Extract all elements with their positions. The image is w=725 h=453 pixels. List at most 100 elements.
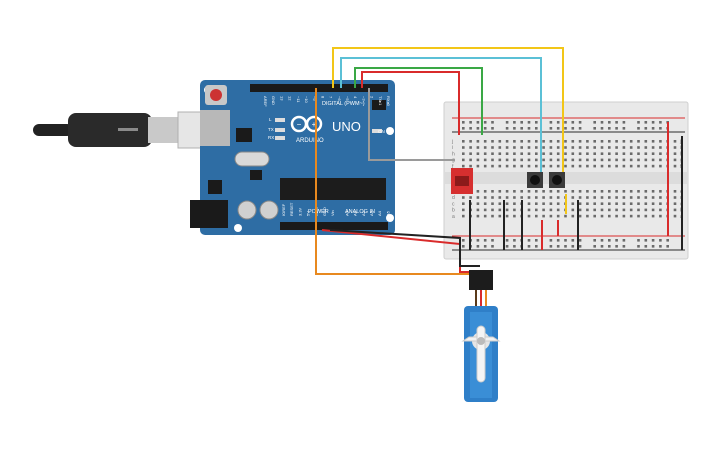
- breadboard-hole: [549, 158, 553, 162]
- breadboard-hole: [578, 245, 582, 248]
- pushbutton-2: [549, 172, 565, 188]
- breadboard-hole: [527, 127, 531, 130]
- power-pin-label: GND: [322, 207, 327, 216]
- breadboard-hole: [542, 146, 545, 149]
- breadboard: jjiihhggffeeddccbbaa: [443, 101, 689, 260]
- breadboard-hole: [571, 196, 575, 199]
- breadboard-hole: [629, 208, 633, 212]
- breadboard-hole: [520, 158, 523, 162]
- breadboard-hole: [513, 190, 516, 193]
- breadboard-hole: [535, 164, 538, 168]
- breadboard-hole: [556, 196, 560, 199]
- breadboard-hole: [622, 140, 626, 143]
- breadboard-hole: [615, 202, 618, 205]
- breadboard-hole: [476, 164, 480, 168]
- breadboard-hole: [542, 158, 545, 162]
- breadboard-hole: [578, 164, 582, 168]
- breadboard-hole: [586, 190, 589, 193]
- breadboard-hole: [593, 196, 596, 199]
- breadboard-hole: [586, 152, 589, 155]
- breadboard-hole: [651, 214, 655, 218]
- breadboard-hole: [615, 140, 618, 143]
- breadboard-hole: [593, 140, 596, 143]
- breadboard-hole: [535, 190, 538, 193]
- breadboard-hole: [549, 202, 553, 205]
- breadboard-hole: [527, 239, 531, 242]
- breadboard-hole: [586, 202, 589, 205]
- breadboard-hole: [469, 152, 472, 155]
- analog-label: ANALOG IN: [345, 209, 375, 215]
- usb-icon: [118, 128, 138, 131]
- breadboard-hole: [556, 164, 560, 168]
- digital-pin-label: TX▸1: [378, 96, 383, 106]
- breadboard-hole: [608, 146, 611, 149]
- row-letter: c: [452, 201, 455, 207]
- breadboard-hole: [651, 121, 655, 124]
- row-letter: i: [452, 145, 453, 151]
- power-pin-label: 3.3V: [297, 207, 302, 216]
- power-pin-label: A1: [353, 210, 358, 216]
- breadboard-hole: [542, 152, 545, 155]
- usb-cable: [33, 111, 203, 149]
- breadboard-hole: [593, 158, 596, 162]
- breadboard-hole: [593, 202, 596, 205]
- breadboard-hole: [608, 214, 611, 218]
- breadboard-hole: [462, 164, 465, 168]
- breadboard-hole: [637, 121, 640, 124]
- breadboard-hole: [556, 127, 560, 130]
- breadboard-hole: [593, 208, 596, 212]
- breadboard-hole: [600, 146, 604, 149]
- breadboard-hole: [491, 214, 494, 218]
- breadboard-hole: [469, 140, 472, 143]
- breadboard-hole: [469, 127, 472, 130]
- breadboard-hole: [542, 190, 545, 193]
- breadboard-hole: [593, 190, 596, 193]
- breadboard-hole: [491, 158, 494, 162]
- breadboard-hole: [556, 239, 560, 242]
- breadboard-hole: [615, 190, 618, 193]
- digital-pin-label: ~6: [337, 96, 342, 101]
- breadboard-hole: [629, 190, 633, 193]
- digital-pin-label: ~9: [312, 96, 317, 101]
- breadboard-hole: [571, 158, 575, 162]
- breadboard-hole: [615, 121, 618, 124]
- breadboard-hole: [535, 121, 538, 124]
- breadboard-hole: [637, 239, 640, 242]
- breadboard-hole: [651, 146, 655, 149]
- breadboard-hole: [556, 121, 560, 124]
- breadboard-hole: [600, 121, 604, 124]
- breadboard-hole: [608, 239, 611, 242]
- breadboard-hole: [593, 152, 596, 155]
- breadboard-hole: [600, 127, 604, 130]
- breadboard-hole: [571, 127, 575, 130]
- breadboard-hole: [556, 202, 560, 205]
- power-pin-label: A3: [369, 210, 374, 216]
- breadboard-hole: [542, 140, 545, 143]
- digital-pin-label: GND: [271, 96, 276, 105]
- breadboard-hole: [600, 196, 604, 199]
- breadboard-hole: [542, 164, 545, 168]
- breadboard-hole: [476, 127, 480, 130]
- breadboard-hole: [644, 140, 648, 143]
- breadboard-hole: [469, 146, 472, 149]
- breadboard-hole: [549, 121, 553, 124]
- breadboard-hole: [578, 190, 582, 193]
- breadboard-hole: [600, 202, 604, 205]
- breadboard-hole: [491, 196, 494, 199]
- breadboard-hole: [483, 152, 487, 155]
- breadboard-hole: [637, 208, 640, 212]
- breadboard-hole: [505, 164, 509, 168]
- breadboard-hole: [549, 208, 553, 212]
- row-letter: i: [680, 145, 681, 151]
- breadboard-hole: [527, 190, 531, 193]
- power-pin-label: A4: [377, 210, 382, 216]
- breadboard-hole: [659, 152, 662, 155]
- breadboard-hole: [520, 190, 523, 193]
- breadboard-hole: [608, 196, 611, 199]
- breadboard-hole: [462, 214, 465, 218]
- breadboard-hole: [651, 140, 655, 143]
- breadboard-hole: [651, 196, 655, 199]
- breadboard-hole: [462, 127, 465, 130]
- breadboard-hole: [571, 214, 575, 218]
